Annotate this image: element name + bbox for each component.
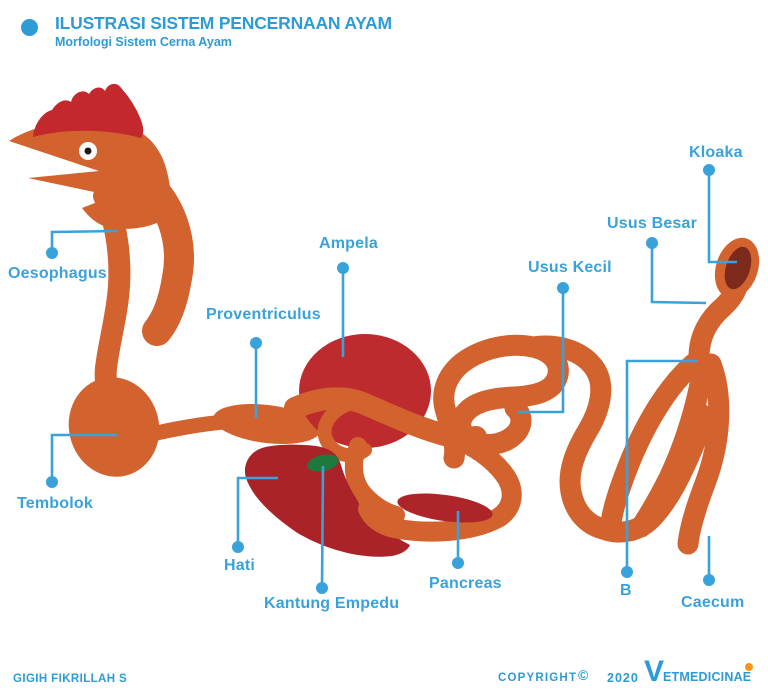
label-tembolok: Tembolok	[17, 495, 93, 512]
leader-pancreas	[452, 511, 464, 569]
leader-kantung-empedu	[316, 465, 328, 594]
duodenum-loop	[358, 427, 522, 542]
leader-usus-besar	[646, 237, 707, 305]
leader-tembolok	[46, 433, 117, 488]
leader-usus-kecil	[518, 282, 569, 414]
copyright-symbol-icon: ©	[578, 667, 589, 683]
label-pancreas: Pancreas	[429, 575, 502, 592]
gallbladder-organ	[307, 454, 339, 472]
logo-wordmark: ETMEDICINAE	[663, 670, 752, 684]
label-kantung-empedu: Kantung Empedu	[264, 595, 400, 612]
label-proventriculus: Proventriculus	[206, 306, 321, 323]
small-intestine-coil	[433, 334, 569, 469]
label-caecum: Caecum	[681, 594, 745, 611]
label-oesophagus: Oesophagus	[8, 265, 107, 282]
liver-organ	[244, 444, 410, 557]
leader-b	[621, 359, 698, 578]
caecum-left	[600, 349, 709, 534]
caecum-right	[677, 353, 730, 555]
head-shape	[9, 120, 173, 229]
comb-shape	[33, 83, 144, 138]
logo-accent-dot-icon	[745, 663, 754, 671]
copyright-year: 2020	[607, 671, 639, 685]
label-ampela: Ampela	[319, 235, 378, 252]
caecum-middle	[630, 352, 715, 538]
intestine-tubes	[358, 258, 750, 555]
leader-proventriculus	[250, 337, 262, 418]
leader-lines	[46, 164, 737, 594]
pancreas-organ	[397, 493, 493, 523]
label-b: B	[620, 582, 632, 599]
leader-kloaka	[703, 164, 737, 264]
author-credit: GIGIH FIKRILLAH S	[13, 673, 128, 685]
page-title: ILUSTRASI SISTEM PENCERNAAN AYAM	[55, 13, 392, 33]
label-kloaka: Kloaka	[689, 144, 743, 161]
title-bullet-icon	[21, 19, 38, 36]
chicken-head	[9, 83, 173, 229]
leader-ampela	[337, 262, 349, 357]
leader-oesophagus	[46, 229, 119, 259]
label-usus-besar: Usus Besar	[607, 215, 698, 232]
small-intestine-descending	[522, 335, 614, 540]
copyright-label: COPYRIGHT	[498, 672, 578, 684]
leader-caecum	[703, 536, 715, 586]
logo-initial: V	[644, 655, 665, 688]
label-usus-kecil: Usus Kecil	[528, 259, 612, 276]
label-hati: Hati	[224, 557, 256, 574]
leader-hati	[232, 476, 278, 553]
eye-pupil	[84, 147, 92, 155]
page-subtitle: Morfologi Sistem Cerna Ayam	[55, 35, 232, 49]
cloaca-opening	[724, 246, 752, 290]
crop-organ	[68, 377, 160, 477]
